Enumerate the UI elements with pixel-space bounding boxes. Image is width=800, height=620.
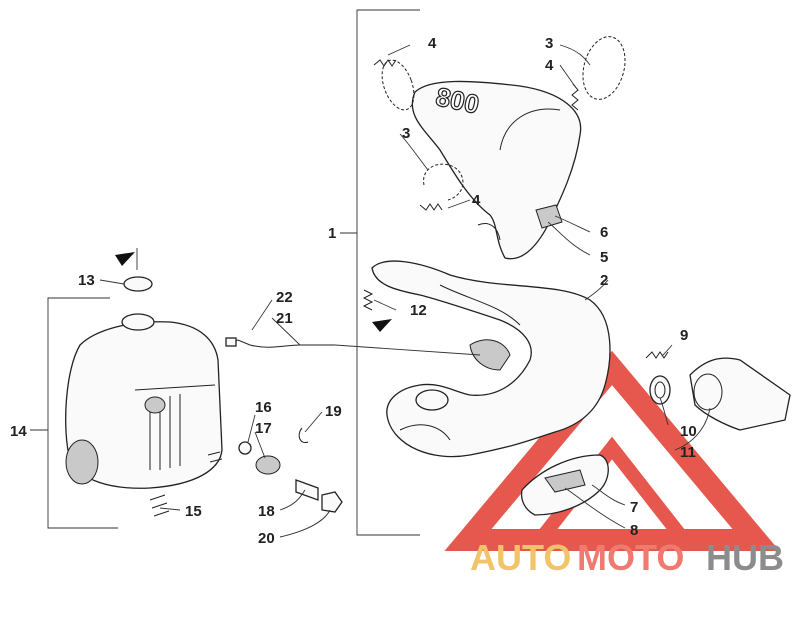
callout-15: 15 [185, 503, 202, 520]
spring-9 [645, 351, 669, 359]
clamp-upper-left [381, 59, 415, 111]
callout-16: 16 [255, 399, 272, 416]
watermark-hub: HUB [706, 537, 784, 578]
watermark-moto: MOTO [577, 537, 684, 578]
callout-2: 2 [600, 272, 608, 289]
watermark-auto: AUTO [470, 537, 571, 578]
callout-4-top-left: 4 [428, 35, 437, 52]
spring-upper-left [373, 59, 397, 67]
group-14-bracket [30, 297, 118, 529]
callout-10: 10 [680, 423, 697, 440]
clamp-middle [423, 163, 464, 201]
callout-8: 8 [630, 522, 638, 539]
callout-7: 7 [630, 499, 638, 516]
callout-18: 18 [258, 503, 275, 520]
exhaust-pipe [371, 260, 611, 458]
grommet-17 [255, 455, 281, 475]
heat-shield: 800 [411, 81, 582, 260]
callout-3-top: 3 [545, 35, 553, 52]
watermark-text: AUTO MOTO HUB [470, 537, 784, 578]
callout-20: 20 [258, 530, 275, 547]
arrow-marker-lower [372, 319, 392, 332]
gasket-10 [649, 375, 671, 405]
callout-5: 5 [600, 249, 608, 266]
callout-3-mid: 3 [402, 125, 410, 142]
callout-14: 14 [10, 423, 27, 440]
callout-17: 17 [255, 420, 272, 437]
callout-12: 12 [410, 302, 427, 319]
temp-sensor [225, 337, 481, 356]
callout-6: 6 [600, 224, 608, 241]
spring-upper-right [571, 83, 579, 111]
fitting-18 [295, 479, 319, 501]
leader-lines [99, 44, 711, 538]
spring-middle [419, 203, 443, 211]
group-1-bracket [340, 9, 420, 536]
callout-9: 9 [680, 327, 688, 344]
exhaust-manifold [689, 357, 791, 431]
callout-11: 11 [680, 444, 696, 461]
clamp-upper-right [582, 36, 626, 100]
nut-20 [321, 491, 343, 513]
callout-4-top-right: 4 [545, 57, 554, 74]
washer-16 [238, 441, 252, 455]
stinger-shield [520, 454, 609, 516]
silencer [65, 276, 223, 489]
callout-22: 22 [276, 289, 293, 306]
clip-19 [298, 427, 309, 444]
arrow-marker-upper [115, 248, 138, 270]
callout-21: 21 [276, 310, 293, 327]
callout-13: 13 [78, 272, 95, 289]
callout-1: 1 [328, 225, 336, 242]
callout-19: 19 [325, 403, 342, 420]
studs-15 [149, 451, 223, 517]
callout-4-mid: 4 [472, 192, 481, 209]
spring-12 [362, 289, 374, 311]
